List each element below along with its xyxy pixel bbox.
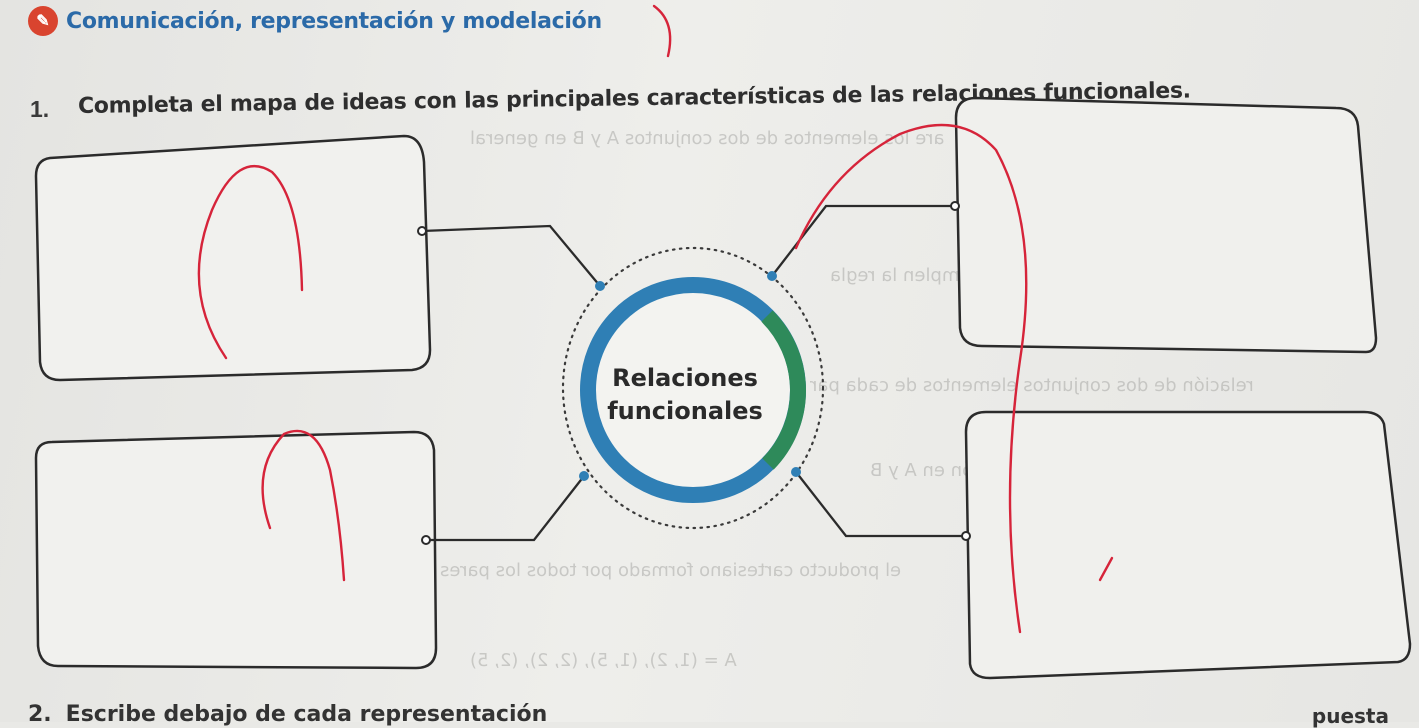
handwritten-mark bbox=[652, 4, 672, 58]
question-2: 2. Escribe debajo de cada representación bbox=[28, 702, 547, 727]
connector-bottom-right bbox=[795, 471, 966, 538]
center-ring-white bbox=[588, 285, 798, 495]
ring-dot bbox=[791, 467, 801, 477]
connector-node bbox=[950, 201, 960, 211]
question-2-text: Escribe debajo de cada representación bbox=[65, 702, 548, 727]
pencil-icon: ✎ bbox=[28, 6, 58, 36]
center-dotted-ring bbox=[561, 246, 825, 530]
handwritten-mark bbox=[1098, 556, 1114, 582]
connector-node bbox=[421, 535, 431, 545]
handwritten-mark bbox=[197, 164, 304, 360]
center-node-label: Relaciones funcionales bbox=[585, 362, 785, 428]
question-1-number: 1. bbox=[30, 96, 50, 122]
handwritten-mark bbox=[261, 429, 346, 582]
connector-top-left bbox=[421, 224, 601, 287]
connector-top-right bbox=[771, 204, 955, 277]
center-node-line-2: funcionales bbox=[607, 397, 763, 425]
ring-dot bbox=[767, 271, 777, 281]
answer-box-bottom-right[interactable] bbox=[964, 410, 1412, 680]
connector-node bbox=[417, 226, 427, 236]
ring-dot bbox=[595, 281, 605, 291]
connector-node bbox=[961, 531, 971, 541]
ring-dot bbox=[579, 471, 589, 481]
answer-box-bottom-left[interactable] bbox=[34, 430, 438, 670]
connector-bottom-left bbox=[426, 475, 585, 542]
answer-box-top-left[interactable] bbox=[34, 134, 432, 382]
question-2-right-fragment: puesta bbox=[1311, 704, 1389, 728]
section-title: Comunicación, representación y modelació… bbox=[66, 8, 602, 34]
center-node-line-1: Relaciones bbox=[612, 364, 758, 392]
question-2-number: 2. bbox=[28, 702, 52, 727]
section-header: ✎ Comunicación, representación y modelac… bbox=[28, 6, 602, 36]
answer-box-top-right[interactable] bbox=[954, 96, 1378, 354]
center-ring-green bbox=[761, 310, 807, 470]
handwritten-mark bbox=[794, 123, 1028, 634]
